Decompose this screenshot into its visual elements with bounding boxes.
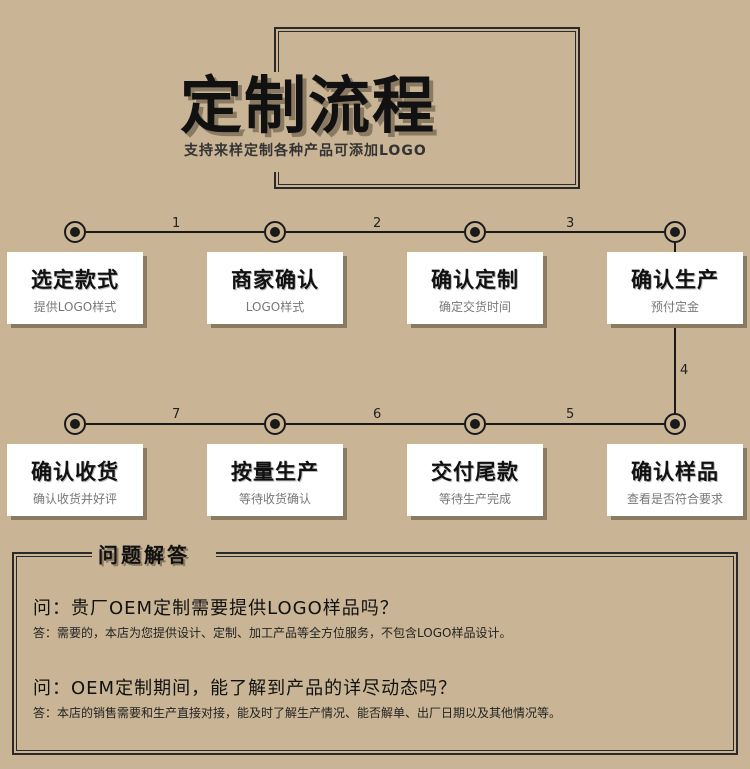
flow-node <box>64 221 86 243</box>
step-card-confirm-sample: 确认样品 查看是否符合要求 <box>607 444 743 516</box>
flow-node <box>664 413 686 435</box>
connector-label-1: 1 <box>172 216 180 231</box>
step-title: 选定款式 <box>31 268 119 292</box>
flow-node <box>264 413 286 435</box>
flow-node <box>64 413 86 435</box>
qa-answer-1: 答：需要的，本店为您提供设计、定制、加工产品等全方位服务，不包含LOGO样品设计… <box>33 626 512 640</box>
qa-frame-inner <box>16 556 734 751</box>
qa-title-backdrop <box>92 540 216 570</box>
qa-answer-2: 答：本店的销售需要和生产直接对接，能及时了解生产情况、能否解单、出厂日期以及其他… <box>33 706 562 720</box>
connector-label-7: 7 <box>172 407 180 422</box>
page-subtitle: 支持来样定制各种产品可添加LOGO <box>184 143 427 159</box>
step-card-select-style: 选定款式 提供LOGO样式 <box>7 252 143 324</box>
qa-title: 问题解答 <box>98 543 190 567</box>
title-backdrop <box>176 72 524 172</box>
step-title: 按量生产 <box>231 460 319 484</box>
qa-frame <box>12 552 738 755</box>
qa-question-2: 问：OEM定制期间，能了解到产品的详尽动态吗？ <box>33 678 458 699</box>
connector-label-5: 5 <box>566 407 574 422</box>
step-card-confirm-custom: 确认定制 确定交货时间 <box>407 252 543 324</box>
connector-label-2: 2 <box>373 216 381 231</box>
step-title: 商家确认 <box>231 268 319 292</box>
flow-diagram: 1 2 3 4 5 6 7 <box>64 216 688 435</box>
qa-question-1: 问：贵厂OEM定制需要提供LOGO样品吗？ <box>33 598 399 619</box>
step-card-final-payment: 交付尾款 等待生产完成 <box>407 444 543 516</box>
step-card-merchant-confirm: 商家确认 LOGO样式 <box>207 252 343 324</box>
connector-label-3: 3 <box>566 216 574 231</box>
step-title: 确认样品 <box>631 460 719 484</box>
step-subtitle: 等待收货确认 <box>238 492 311 506</box>
step-subtitle: LOGO样式 <box>245 300 305 314</box>
step-subtitle: 提供LOGO样式 <box>33 300 117 314</box>
flow-node <box>264 221 286 243</box>
connector-label-4: 4 <box>680 363 688 378</box>
step-subtitle: 查看是否符合要求 <box>626 492 723 506</box>
flow-node <box>664 221 686 243</box>
step-title: 交付尾款 <box>431 460 519 484</box>
step-subtitle: 确定交货时间 <box>438 300 511 314</box>
step-subtitle: 等待生产完成 <box>438 492 511 506</box>
step-card-confirm-production: 确认生产 预付定金 <box>607 252 743 324</box>
flow-node <box>464 413 486 435</box>
step-subtitle: 预付定金 <box>650 300 699 314</box>
step-title: 确认收货 <box>31 460 119 484</box>
step-title: 确认生产 <box>631 268 719 292</box>
step-card-mass-production: 按量生产 等待收货确认 <box>207 444 343 516</box>
page-title: 定制流程 <box>180 69 437 142</box>
flow-node <box>464 221 486 243</box>
connector-label-6: 6 <box>373 407 381 422</box>
step-title: 确认定制 <box>431 268 519 292</box>
step-card-confirm-receipt: 确认收货 确认收货并好评 <box>7 444 143 516</box>
step-subtitle: 确认收货并好评 <box>32 492 117 506</box>
